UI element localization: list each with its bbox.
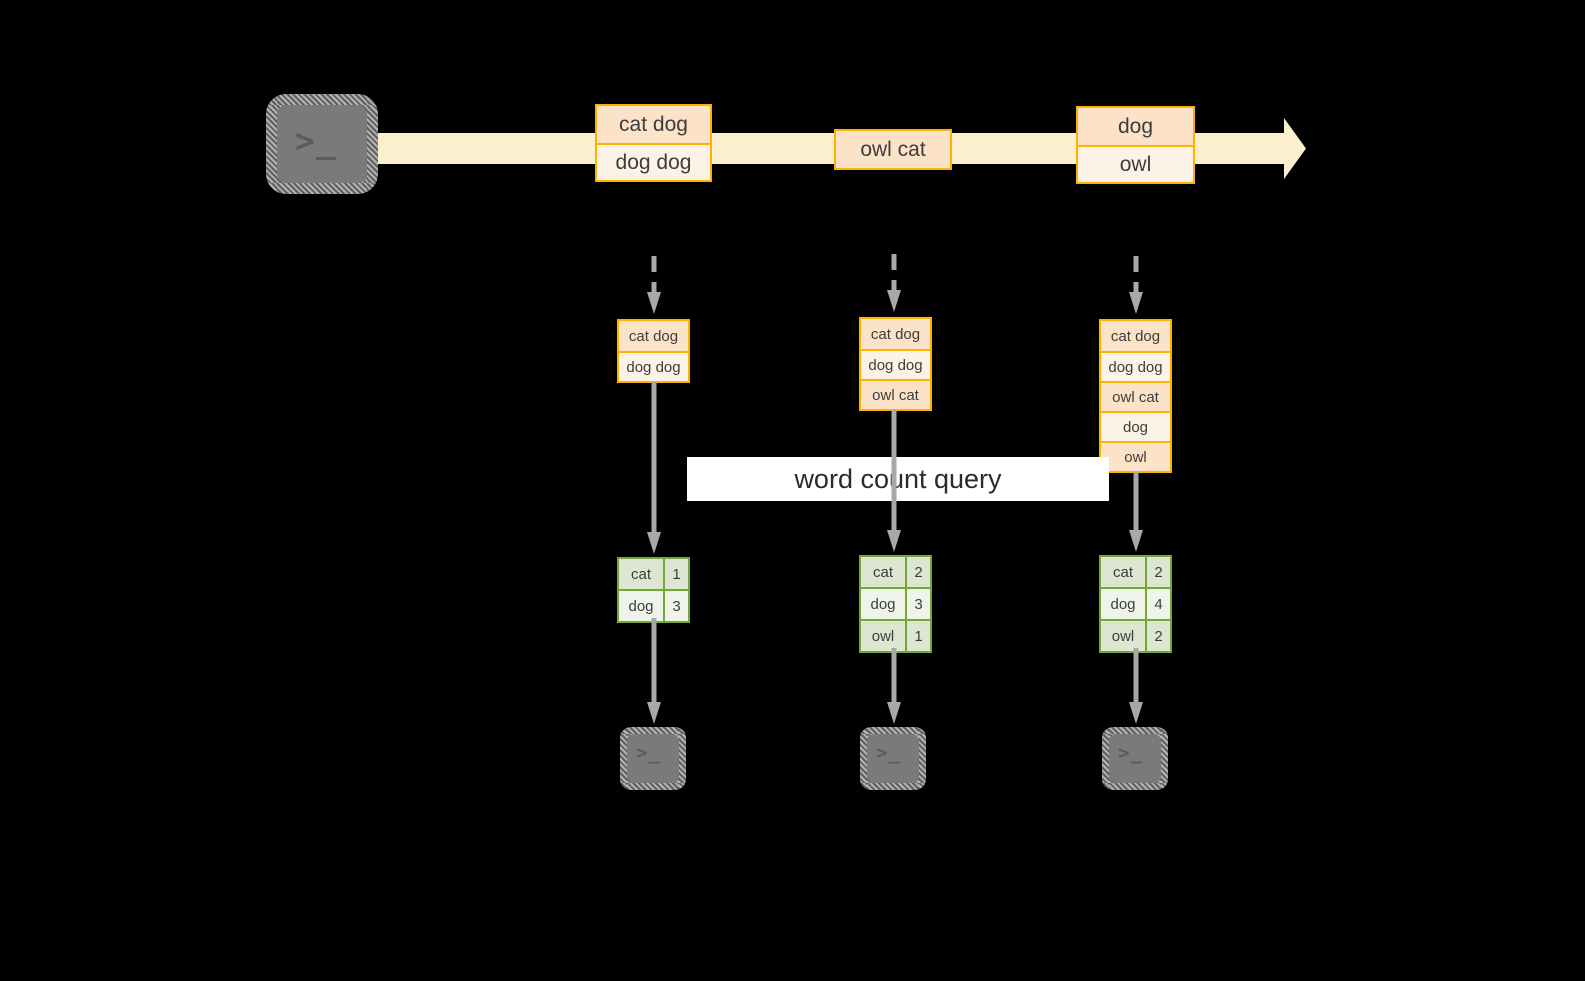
terminal-screen	[867, 734, 919, 783]
stream-to-snapshot-3-arrow	[1128, 256, 1144, 320]
source-terminal-icon: >_	[266, 94, 378, 194]
result-count: 3	[905, 589, 930, 619]
stream-message-group-1: cat dog dog dog	[595, 104, 712, 182]
snapshot-1-sink-terminal-icon: >_	[620, 727, 686, 790]
result-count: 1	[663, 559, 688, 589]
snapshot-3-sink-arrow	[1128, 648, 1144, 730]
input-row: dog dog	[1101, 351, 1170, 381]
input-row: cat dog	[1101, 321, 1170, 351]
snapshot-1-input-table: cat dog dog dog	[617, 319, 690, 383]
result-word: cat	[861, 557, 905, 587]
stream-to-snapshot-1-arrow	[646, 256, 662, 320]
stream-message-row: dog	[1078, 108, 1193, 145]
stream-message-row: cat dog	[597, 106, 710, 143]
result-row: dog 4	[1101, 587, 1170, 619]
snapshot-1-sink-arrow	[646, 618, 662, 730]
input-row: dog dog	[619, 351, 688, 381]
stream-message-group-2: owl cat	[834, 129, 952, 170]
stream-message-row: owl	[1078, 145, 1193, 182]
snapshot-3-query-arrow	[1128, 472, 1144, 558]
stream-to-snapshot-2-arrow	[886, 254, 902, 318]
result-count: 3	[663, 591, 688, 621]
input-row: owl cat	[1101, 381, 1170, 411]
result-row: owl 2	[1101, 619, 1170, 651]
stream-message-row: owl cat	[836, 131, 950, 168]
snapshot-2-sink-terminal-icon: >_	[860, 727, 926, 790]
result-word: owl	[1101, 621, 1145, 651]
result-row: dog 3	[861, 587, 930, 619]
terminal-prompt-glyph: >_	[1118, 742, 1143, 764]
query-banner: word count query	[687, 457, 1109, 501]
result-word: owl	[861, 621, 905, 651]
snapshot-3-sink-terminal-icon: >_	[1102, 727, 1168, 790]
terminal-prompt-glyph: >_	[295, 121, 337, 160]
result-word: cat	[619, 559, 663, 589]
result-row: cat 2	[1101, 557, 1170, 587]
terminal-prompt-glyph: >_	[636, 742, 661, 764]
snapshot-3-input-table: cat dog dog dog owl cat dog owl	[1099, 319, 1172, 473]
query-label: word count query	[794, 463, 1002, 494]
terminal-screen	[627, 734, 679, 783]
input-row: dog dog	[861, 349, 930, 379]
result-count: 1	[905, 621, 930, 651]
result-row: owl 1	[861, 619, 930, 651]
terminal-screen	[277, 105, 367, 183]
result-word: dog	[1101, 589, 1145, 619]
terminal-screen	[1109, 734, 1161, 783]
snapshot-1-query-arrow	[646, 382, 662, 560]
result-word: cat	[1101, 557, 1145, 587]
result-row: dog 3	[619, 589, 688, 621]
input-row: owl	[1101, 441, 1170, 471]
input-row: owl cat	[861, 379, 930, 409]
result-word: dog	[861, 589, 905, 619]
result-count: 2	[1145, 557, 1170, 587]
result-count: 2	[905, 557, 930, 587]
snapshot-2-input-table: cat dog dog dog owl cat	[859, 317, 932, 411]
result-count: 4	[1145, 589, 1170, 619]
snapshot-2-query-arrow	[886, 410, 902, 558]
snapshot-1-result-table: cat 1 dog 3	[617, 557, 690, 623]
stream-message-group-3: dog owl	[1076, 106, 1195, 184]
snapshot-3-result-table: cat 2 dog 4 owl 2	[1099, 555, 1172, 653]
input-row: cat dog	[861, 319, 930, 349]
stream-message-row: dog dog	[597, 143, 710, 180]
terminal-prompt-glyph: >_	[876, 742, 901, 764]
result-count: 2	[1145, 621, 1170, 651]
stream-arrowhead-icon	[1258, 118, 1306, 179]
snapshot-2-result-table: cat 2 dog 3 owl 1	[859, 555, 932, 653]
result-row: cat 1	[619, 559, 688, 589]
snapshot-2-sink-arrow	[886, 648, 902, 730]
input-row: cat dog	[619, 321, 688, 351]
result-word: dog	[619, 591, 663, 621]
result-row: cat 2	[861, 557, 930, 587]
input-row: dog	[1101, 411, 1170, 441]
